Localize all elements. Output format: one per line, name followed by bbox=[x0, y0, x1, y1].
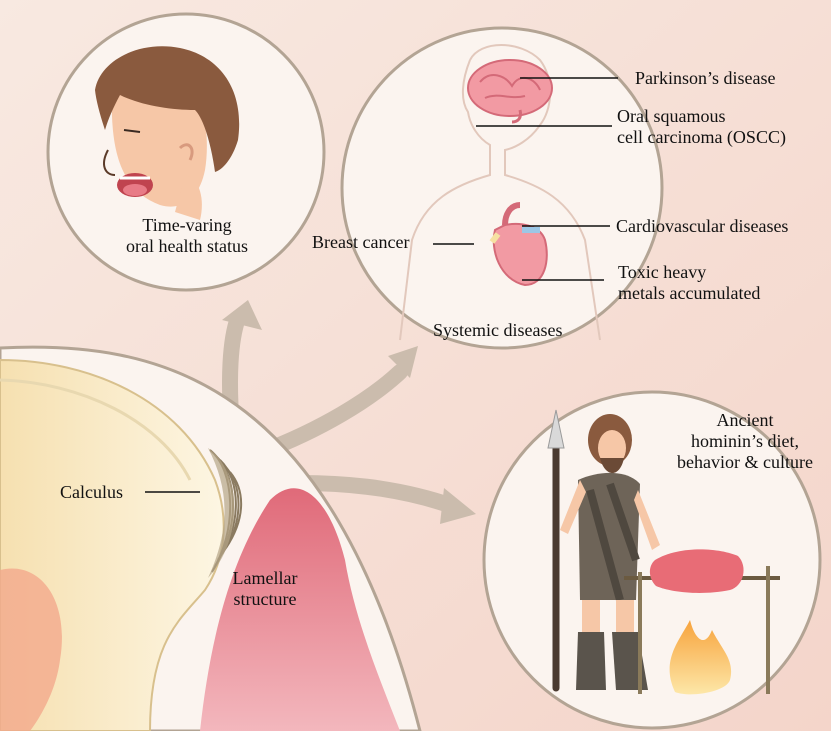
label-calculus: Calculus bbox=[60, 482, 123, 503]
systemic-circle bbox=[342, 28, 662, 348]
label-cardiovascular: Cardiovascular diseases bbox=[616, 216, 788, 237]
label-breast-cancer: Breast cancer bbox=[312, 232, 409, 253]
label-parkinsons: Parkinson’s disease bbox=[635, 68, 775, 89]
label-systemic: Systemic diseases bbox=[433, 320, 562, 341]
